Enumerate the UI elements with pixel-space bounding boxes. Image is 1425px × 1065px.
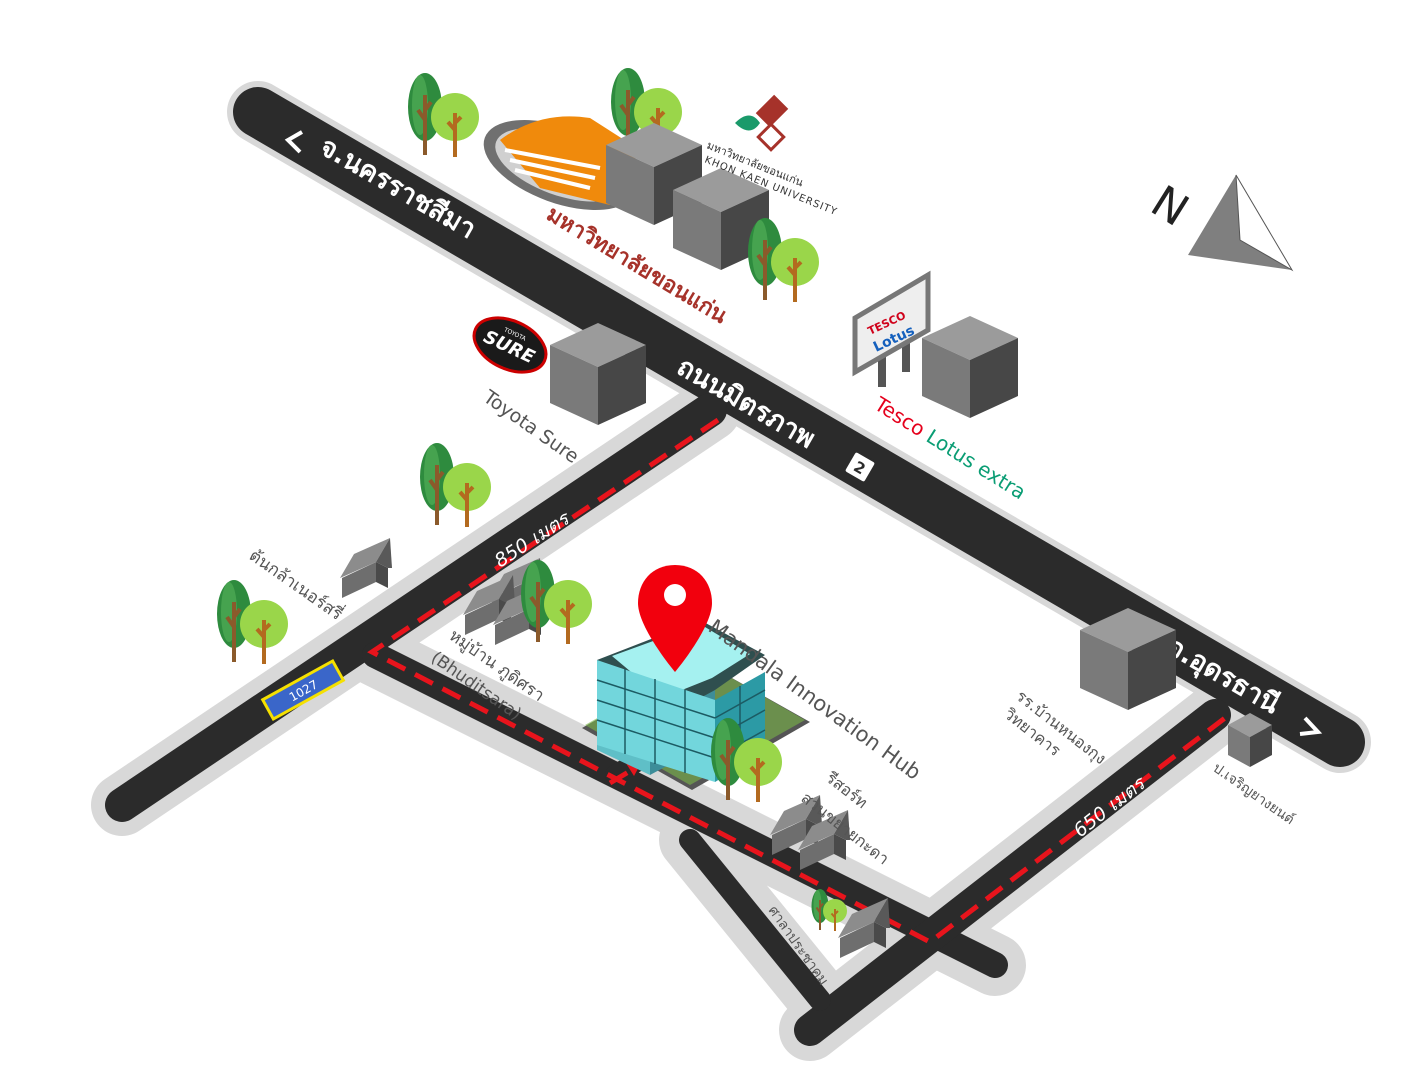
house-icon [340,538,392,598]
garage-label: ป.เจริญยางยนต์ [1210,759,1298,828]
tree-icon [418,441,493,529]
arrow-west-icon [284,130,303,154]
highway-shield: 2 [843,450,877,484]
university-logo-icon [735,94,789,152]
tree-icon [746,216,821,304]
tree-icon [215,578,290,666]
svg-text:N: N [1142,176,1197,237]
tree-icon [406,71,481,159]
university-building [483,116,640,210]
arrow-east-icon [1299,716,1323,736]
garage-building-icon [1228,713,1272,767]
local-road-shield: 1027 [260,658,346,722]
tesco-lotus-sign: TESCO Lotus [852,270,931,387]
compass-icon: N [1142,174,1294,272]
route-line [367,417,1227,945]
location-pin-icon [638,565,712,672]
building-icon [922,316,1018,418]
toyota-sure-logo-icon: TOYOTA SURE [472,316,548,374]
tree-icon [519,558,594,646]
mandala-hub-building [582,620,810,790]
